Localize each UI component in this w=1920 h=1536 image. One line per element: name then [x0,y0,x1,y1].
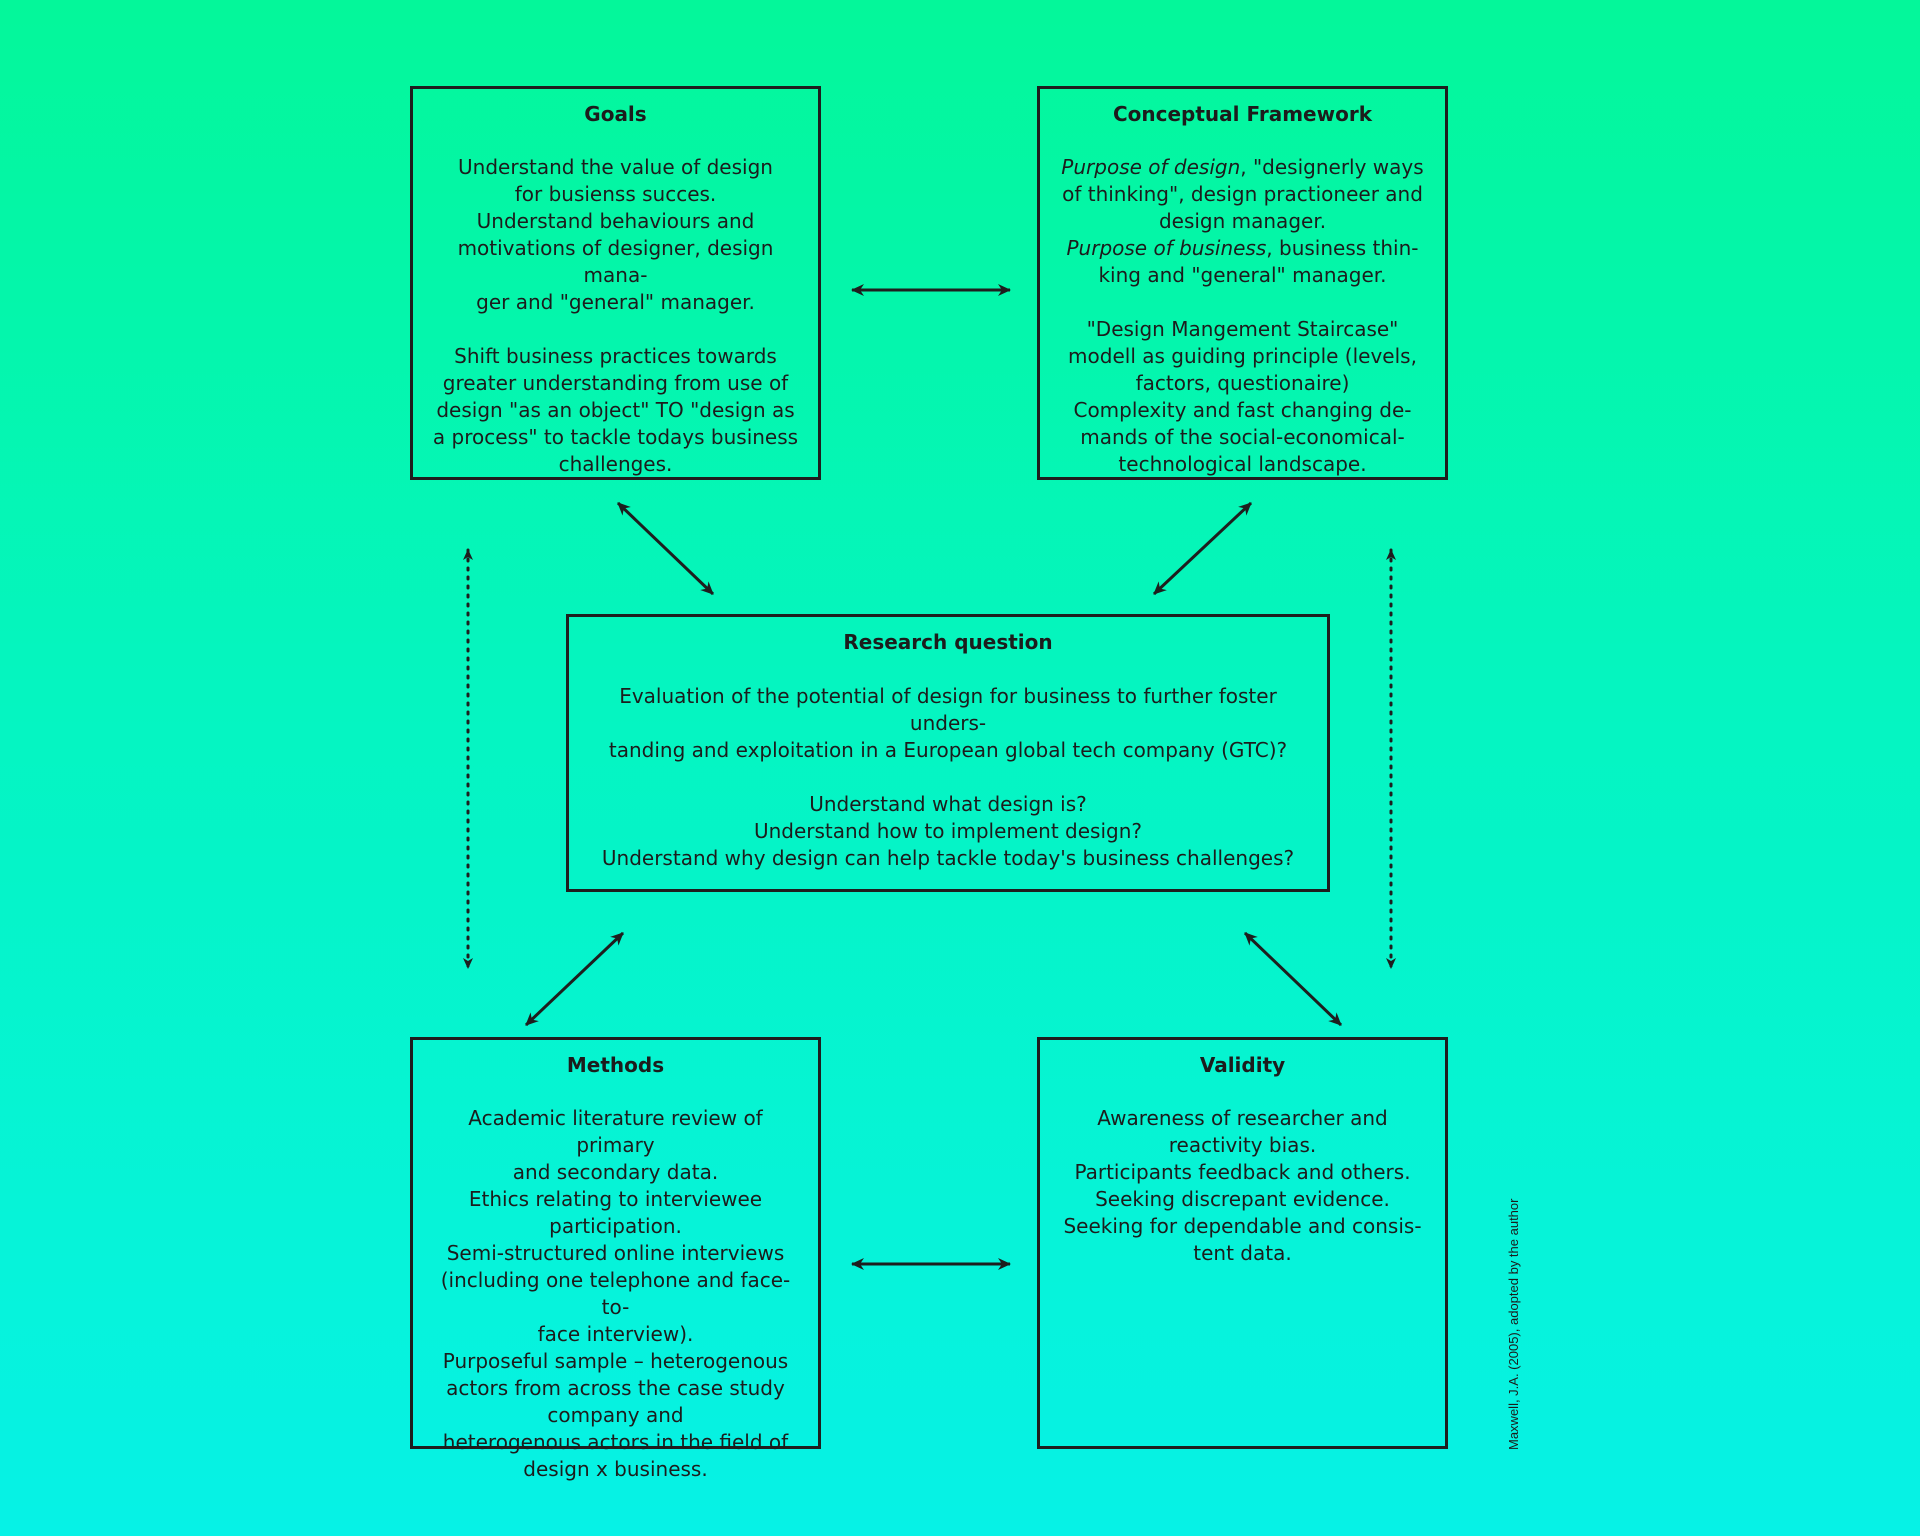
framework-text-3: "Design Mangement Staircase" modell as g… [1068,317,1417,476]
arrow-framework-research [1152,501,1253,596]
conceptual-framework-box: Conceptual Framework Purpose of design, … [1037,86,1448,480]
framework-text-1: Purpose of design, "designerly ways of t… [1054,154,1431,235]
arrow-validity-research [1243,931,1343,1027]
research-question-box: Research question Evaluation of the pote… [566,614,1330,892]
methods-title: Methods [566,1053,665,1077]
methods-text: Academic literature review of primary an… [440,1106,791,1481]
framework-text-2-rest: , business thin- king and "general" mana… [1098,236,1419,287]
goals-box: Goals Understand the value of design for… [410,86,821,480]
validity-box: Validity Awareness of researcher and rea… [1037,1037,1448,1449]
research-question-title: Research question [843,630,1053,654]
goals-text-1: Understand the value of design for busie… [457,155,774,314]
research-text-1: Evaluation of the potential of design fo… [608,684,1288,762]
framework-emphasis-business: Purpose of business [1066,236,1267,260]
goals-title: Goals [584,102,647,126]
arrow-methods-research [524,931,625,1027]
goals-text-2: Shift business practices towards greater… [432,344,799,476]
framework-emphasis-design: Purpose of design [1061,155,1241,179]
arrow-goals-research [616,501,715,596]
framework-text-2: Purpose of business, business thin- king… [1054,235,1431,289]
conceptual-framework-title: Conceptual Framework [1112,102,1373,126]
framework-text-1-rest: , "designerly ways of thinking", design … [1062,155,1424,233]
research-text-2: Understand what design is? Understand ho… [601,792,1295,870]
validity-text: Awareness of researcher and reactivity b… [1063,1106,1422,1265]
source-credit: Maxwell, J.A. (2005), adopted by the aut… [1506,1198,1521,1450]
methods-box: Methods Academic literature review of pr… [410,1037,821,1481]
validity-title: Validity [1199,1053,1286,1077]
